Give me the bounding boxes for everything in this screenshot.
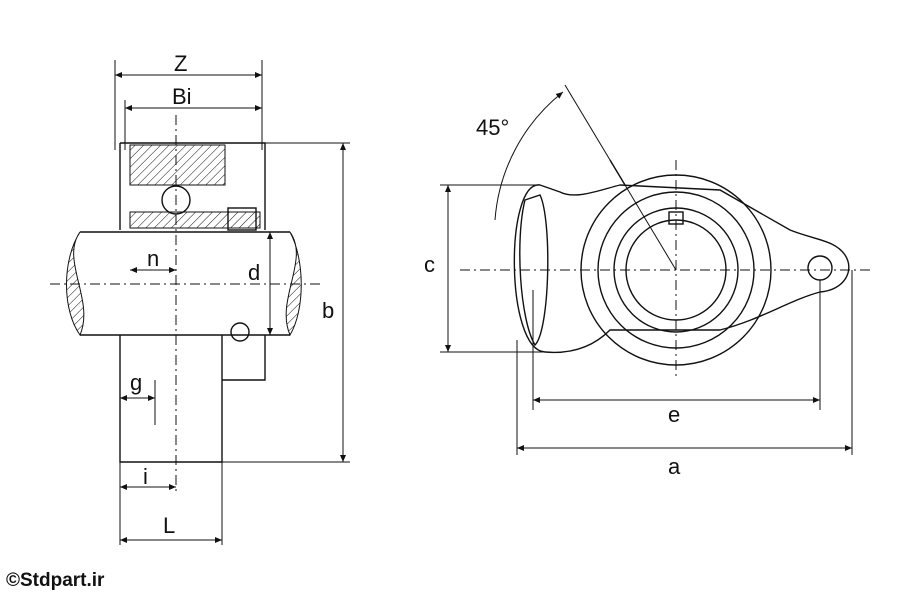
copyright-text: ©Stdpart.ir [6,570,105,591]
label-l: L [163,513,175,538]
label-angle: 45° [476,115,509,140]
bearing-section [129,144,226,186]
housing-outline [119,142,266,463]
label-bi: Bi [172,84,192,109]
front-view: 45° c e a [424,84,870,479]
angle-arc [494,91,564,221]
flange-outline [513,184,850,354]
label-n: n [147,246,159,271]
label-d: d [248,260,260,285]
slot [519,194,549,347]
inner-ring [129,211,261,229]
label-b: b [322,298,334,323]
label-e: e [668,402,680,427]
mount-hole [807,255,833,281]
label-a: a [668,454,681,479]
side-view: Z Bi n d b g i L [50,51,350,545]
grease-nipple [230,322,250,342]
shaft [80,231,290,336]
label-g: g [130,370,142,395]
label-i: i [143,464,148,489]
label-z: Z [174,51,187,76]
label-c: c [424,252,435,277]
set-screw [227,207,257,231]
